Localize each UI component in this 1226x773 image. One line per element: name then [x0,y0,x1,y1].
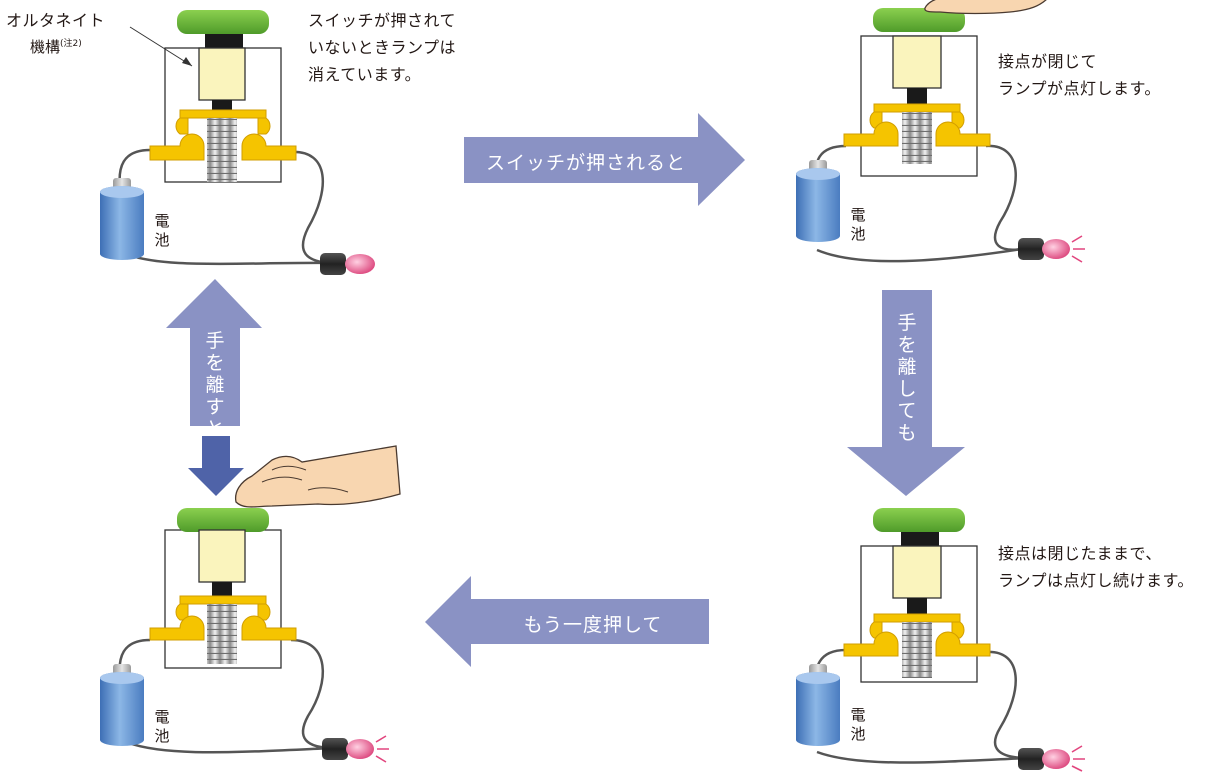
state-text-line: 消えています。 [308,65,422,84]
spring [207,118,237,182]
lamp-on-icon [1018,235,1085,263]
state-initial-text: スイッチが押されて いないときランプは 消えています。 [308,7,456,88]
arrow-press-again [425,576,709,667]
battery-icon [100,178,144,260]
lamp-off-icon [320,253,375,275]
switch-panel-released [796,508,1085,772]
battery-icon [796,160,840,242]
mechanism-label-line1: オルタネイト [6,11,106,30]
green-push-button [177,508,269,532]
fixed-contact-left [149,133,205,161]
fixed-contact-right [241,133,297,161]
arrow-release [166,279,262,426]
battery-icon [100,664,144,746]
mechanism-label-line2: 機構(注2) [30,36,82,57]
arrow-release-label: 手を離すと [205,330,225,440]
mechanism-label-text: 機構 [30,38,61,56]
state-text-line: ランプは点灯し続けます。 [998,571,1194,590]
green-push-button [873,508,965,532]
arrow-release-keep [847,290,965,496]
state-text-line: 接点は閉じたままで、 [998,544,1162,563]
switch-panel-pressed-again [100,445,401,763]
state-pressed-text: 接点が閉じて ランプが点灯します。 [998,48,1161,102]
press-indicator-arrow [188,436,244,496]
lamp-on-icon [322,735,389,763]
hand-icon [924,0,1047,15]
arrow-press-again-label: もう一度押して [523,614,663,636]
state-text-line: スイッチが押されて [308,11,457,30]
switch-panel-pressed [796,0,1085,263]
battery-label: 電池 [850,706,866,743]
arrow-press-label: スイッチが押されると [485,152,686,174]
switch-panel-initial [100,10,375,275]
state-text-line: ランプが点灯します。 [998,79,1161,98]
state-text-line: いないときランプは [308,38,457,57]
alternate-mechanism-block [198,47,246,101]
state-text-line: 接点が閉じて [998,52,1098,71]
battery-label: 電池 [850,206,866,243]
battery-label: 電池 [154,212,170,249]
state-released-text: 接点は閉じたままで、 ランプは点灯し続けます。 [998,540,1194,594]
battery-label: 電池 [154,708,170,745]
lamp-on-icon [1018,745,1085,772]
battery-icon [796,664,840,746]
hand-icon [234,445,401,508]
green-push-button [873,8,965,32]
mechanism-note: (注2) [60,39,82,49]
green-push-button [177,10,269,34]
arrow-press [464,113,745,206]
arrow-release-keep-label: 手を離しても [897,312,917,444]
